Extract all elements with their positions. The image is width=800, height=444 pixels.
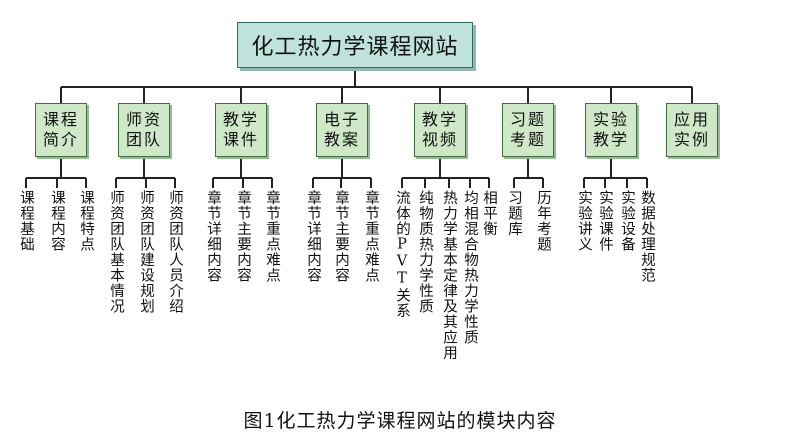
- sub-item-label: 实验课件: [597, 190, 613, 252]
- module-box: 课程简介: [35, 103, 87, 157]
- sub-item-label: 实验设备: [619, 190, 635, 252]
- module-label: 实验: [592, 110, 629, 129]
- sub-item-label: 均相混合物热力学性质: [462, 190, 478, 345]
- module-box: 教学视频: [414, 103, 466, 157]
- sub-item-label: 章节重点难点: [363, 190, 379, 283]
- sub-item-label: 师资团队建设规划: [138, 190, 154, 314]
- sub-item-label: 数据处理规范: [639, 190, 655, 283]
- module-label: 简介: [42, 130, 79, 149]
- sub-item-label: 历年考题: [535, 190, 551, 252]
- module-label: 教学: [592, 130, 629, 149]
- sub-item-label: 章节主要内容: [333, 190, 349, 283]
- module-label: 视频: [421, 130, 458, 149]
- sub-item-label: 章节重点难点: [264, 190, 280, 283]
- module-label: 教案: [323, 130, 360, 149]
- module-label: 电子: [323, 110, 360, 129]
- sub-item-label: 流体的PVT关系: [394, 190, 410, 319]
- figure-caption: 图1化工热力学课程网站的模块内容: [243, 410, 557, 432]
- module-box: 实验教学: [585, 103, 637, 157]
- module-label: 课件: [222, 130, 259, 149]
- module-label: 教学: [222, 110, 259, 129]
- sub-item-label: 师资团队基本情况: [108, 190, 124, 314]
- sub-item-label: 实验讲义: [576, 190, 592, 252]
- sub-item-label: 章节详细内容: [305, 190, 321, 283]
- sub-item-label: 相平衡: [481, 190, 497, 237]
- sub-item-label: 纯物质热力学性质: [417, 190, 433, 314]
- module-label: 师资: [125, 110, 162, 129]
- module-box: 教学课件: [215, 103, 267, 157]
- sub-item-label: 章节详细内容: [205, 190, 221, 283]
- module-box: 应用实例: [666, 103, 718, 157]
- diagram-title: 化工热力学课程网站: [251, 35, 459, 60]
- module-label: 习题: [509, 110, 546, 129]
- sub-item-label: 课程内容: [49, 190, 65, 252]
- module-label: 课程: [42, 110, 79, 129]
- module-box: 习题考题: [502, 103, 554, 157]
- module-label: 教学: [421, 110, 458, 129]
- sub-item-label: 章节主要内容: [235, 190, 251, 283]
- module-label: 考题: [509, 130, 546, 149]
- sub-item-label: 课程基础: [18, 190, 34, 252]
- module-box: 师资团队: [118, 103, 170, 157]
- sub-item-label: 课程特点: [78, 190, 94, 252]
- sub-item-label: 热力学基本定律及其应用: [441, 190, 457, 361]
- sub-item-label: 师资团队人员介绍: [167, 190, 183, 314]
- sub-item-label: 习题库: [506, 190, 522, 237]
- module-box: 电子教案: [316, 103, 368, 157]
- root-box: 化工热力学课程网站: [237, 22, 473, 68]
- module-label: 团队: [125, 130, 162, 149]
- module-label: 应用: [673, 110, 710, 129]
- module-label: 实例: [673, 130, 710, 149]
